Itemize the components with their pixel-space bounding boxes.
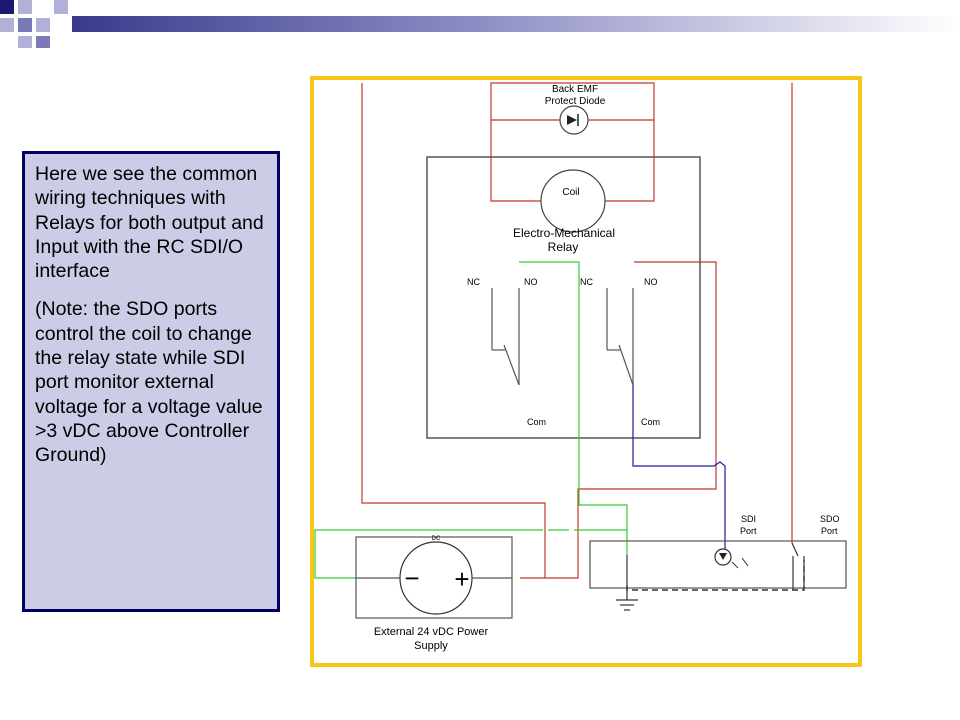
red-outer-left-wire: [361, 83, 542, 504]
no-left-label: NO: [524, 277, 538, 287]
coil: [540, 169, 606, 233]
explanation-paragraph-1: Here we see the common wiring techniques…: [35, 163, 264, 283]
com-right-label: Com: [641, 417, 660, 427]
sdi-sensor: [714, 548, 749, 569]
diode-label-line2: Protect Diode: [545, 96, 606, 107]
relay-label-line2: Relay: [548, 240, 579, 254]
dashed-ground-return: [626, 560, 805, 591]
green-common-wire: [519, 261, 628, 555]
sdi-label-line1: SDI: [741, 514, 756, 524]
ground-symbol: [616, 555, 638, 611]
minus-sign: −: [404, 563, 419, 593]
explanation-box: Here we see the common wiring techniques…: [22, 151, 280, 612]
explanation-paragraph-2: (Note: the SDO ports control the coil to…: [35, 298, 263, 467]
slide-header-decoration: [0, 0, 960, 48]
diode-label-line1: Back EMF: [552, 84, 598, 95]
green-wires: [314, 261, 628, 579]
red-no-right-wire: [545, 261, 717, 579]
dc-label: DC: [432, 536, 441, 542]
protect-diode: [559, 105, 589, 135]
supply-label-line2: Supply: [414, 640, 448, 652]
no-right-label: NO: [644, 277, 658, 287]
sdo-label-line2: Port: [821, 526, 838, 536]
coil-label: Coil: [562, 187, 579, 198]
blue-sdi-wire: [632, 385, 726, 552]
red-jumper: [520, 502, 546, 579]
green-supply-wire: [314, 529, 543, 579]
supply-label-line1: External 24 vDC Power: [374, 626, 489, 638]
coil-left-wire: [490, 82, 655, 202]
plus-sign: +: [454, 564, 469, 594]
com-left-label: Com: [527, 417, 546, 427]
controller-io-block: [589, 540, 847, 589]
sdo-label-line1: SDO: [820, 514, 840, 524]
sdi-label-line2: Port: [740, 526, 757, 536]
relay-body: [426, 156, 701, 439]
relay-contacts: [491, 288, 634, 386]
nc-right-label: NC: [580, 277, 593, 287]
red-wires: [361, 82, 793, 579]
relay-label-line1: Electro-Mechanical: [513, 226, 615, 240]
nc-left-label: NC: [467, 277, 480, 287]
